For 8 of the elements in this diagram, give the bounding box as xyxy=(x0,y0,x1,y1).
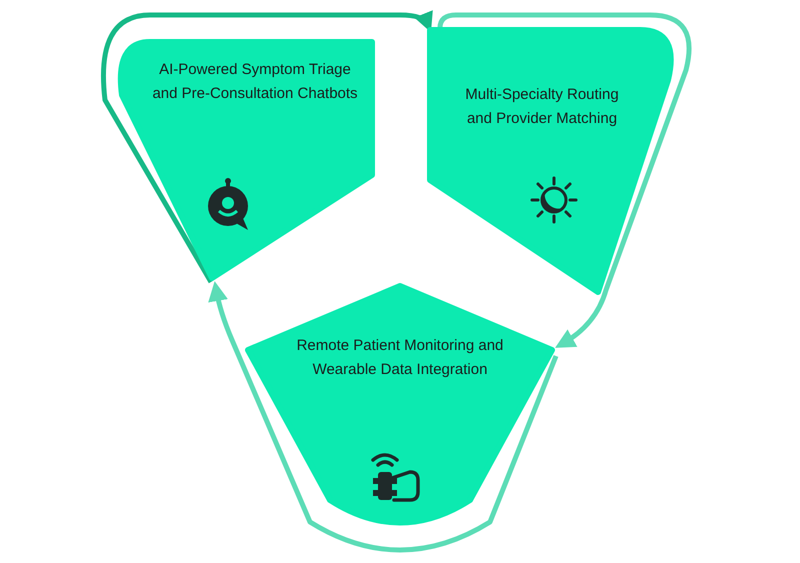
segment-title: Multi-Specialty Routing and Provider Matching xyxy=(464,85,620,129)
segment-title: Remote Patient Monitoring and Wearable Data Integration xyxy=(296,336,504,380)
segment-title: AI-Powered Symptom Triage and Pre-Consultation Chatbots xyxy=(151,60,359,104)
cycle-arrow xyxy=(208,281,558,552)
segment-shape xyxy=(428,28,674,296)
cycle-arrow xyxy=(101,10,432,284)
cycle-arrow xyxy=(438,12,692,348)
segment-shape xyxy=(246,283,554,526)
